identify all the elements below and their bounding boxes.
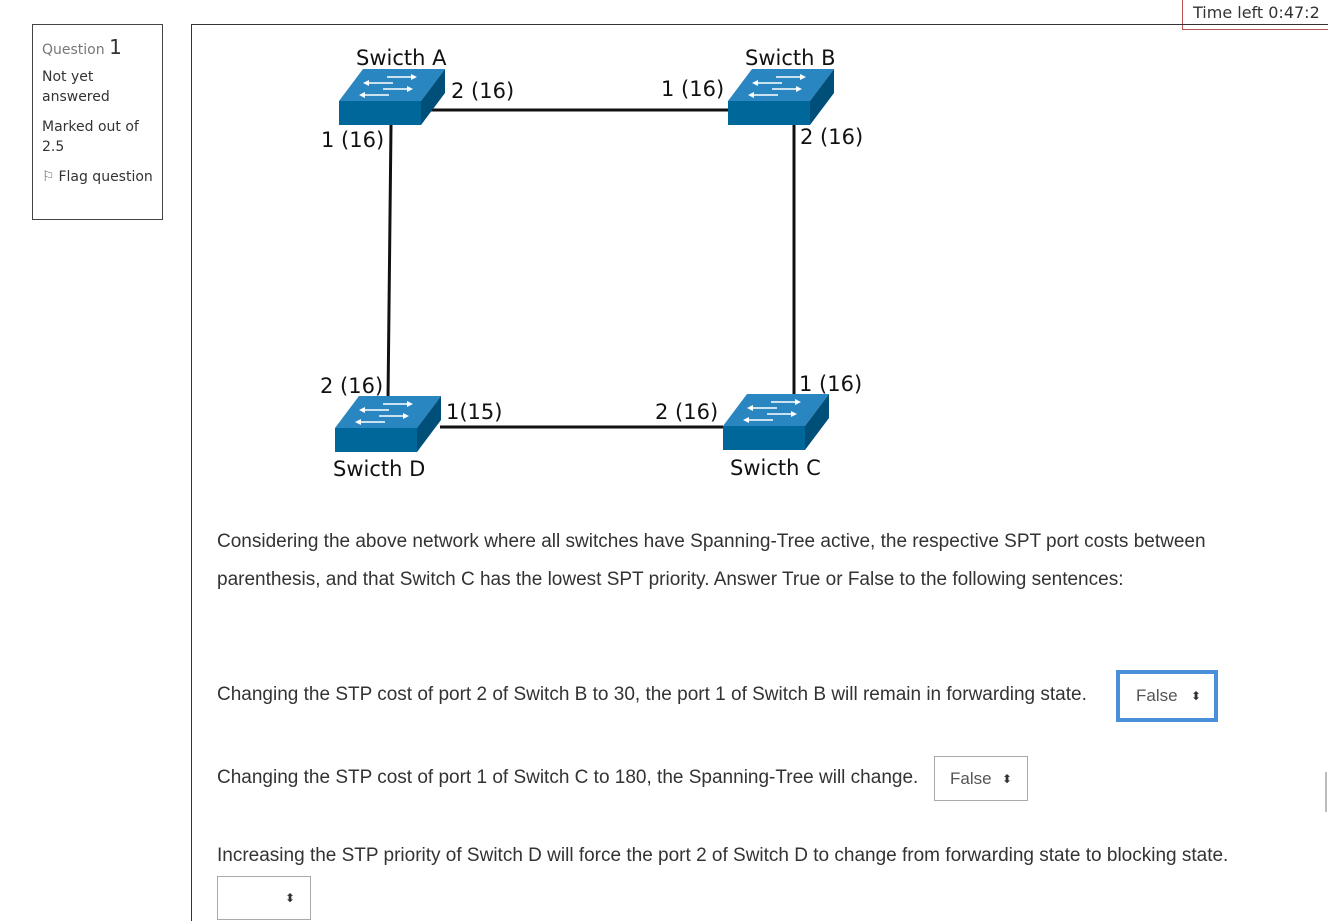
network-diagram: Swicth A Swicth B Swicth D Swicth C 2 (1…	[320, 46, 863, 481]
switch-d-label: Swicth D	[333, 457, 425, 481]
subquestion-2-select[interactable]: False ⬍	[934, 756, 1028, 801]
flag-question-link[interactable]: ⚐ Flag question	[42, 169, 153, 185]
port-label-b-left: 1 (16)	[661, 77, 724, 101]
port-label-b-bottom: 2 (16)	[800, 125, 863, 149]
question-grade: Marked out of 2.5	[42, 119, 139, 155]
question-number: Question 1	[42, 35, 122, 59]
subquestion-2-selected: False	[950, 768, 992, 788]
port-label-d-top: 2 (16)	[320, 374, 383, 398]
question-state: Not yet answered	[42, 69, 110, 105]
question-content	[191, 24, 1328, 921]
port-label-a-bottom: 1 (16)	[321, 128, 384, 152]
port-label-c-top: 1 (16)	[799, 372, 862, 396]
subquestion-3-select[interactable]: ⬍	[217, 876, 311, 920]
port-label-d-right: 1(15)	[446, 400, 502, 424]
subquestion-3-text: Increasing the STP priority of Switch D …	[217, 845, 1229, 866]
scrollbar-edge[interactable]	[1325, 772, 1328, 812]
link-a-d	[386, 124, 393, 401]
switch-d-icon	[334, 395, 442, 453]
updown-arrow-icon: ⬍	[1002, 771, 1013, 786]
subquestion-1-selected: False	[1136, 686, 1178, 705]
flag-icon: ⚐	[42, 169, 55, 185]
switch-a-label: Swicth A	[356, 46, 447, 70]
question-info-panel: Question 1 Not yet answered Marked out o…	[32, 24, 163, 220]
question-text: Considering the above network where all …	[217, 531, 1206, 590]
updown-arrow-icon: ⬍	[285, 891, 296, 905]
switch-b-label: Swicth B	[745, 46, 836, 70]
switch-c-icon	[722, 393, 830, 451]
switch-c-label: Swicth C	[730, 456, 821, 480]
port-label-a-right: 2 (16)	[451, 79, 514, 103]
port-label-c-left: 2 (16)	[655, 400, 718, 424]
subquestion-1-select[interactable]: False ⬍	[1116, 670, 1218, 722]
time-left-label: Time left 0:47:2	[1193, 3, 1320, 22]
switch-a-icon	[338, 68, 446, 126]
subquestion-2-text: Changing the STP cost of port 1 of Switc…	[217, 767, 919, 788]
updown-arrow-icon: ⬍	[1191, 689, 1202, 703]
switch-b-icon	[727, 68, 835, 126]
subquestion-1-text: Changing the STP cost of port 2 of Switc…	[217, 684, 1087, 705]
time-left-indicator: Time left 0:47:2	[1182, 0, 1328, 30]
